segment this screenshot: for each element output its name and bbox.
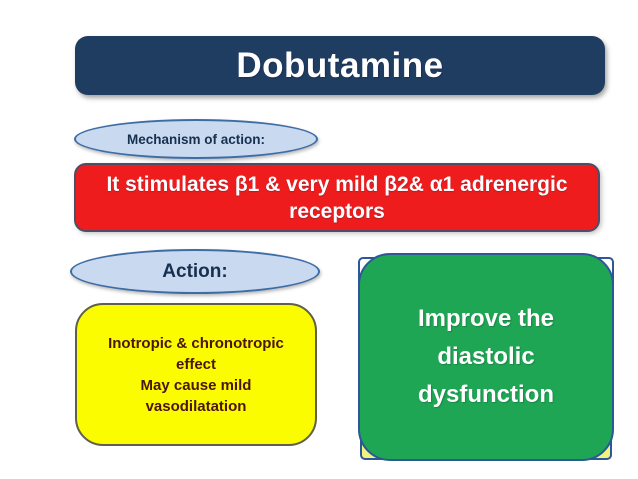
mechanism-statement-line2: receptors bbox=[289, 199, 385, 223]
mechanism-heading-label: Mechanism of action: bbox=[126, 131, 266, 147]
action-effects-line4: vasodilatation bbox=[145, 397, 247, 415]
action-outcome-line3: dysfunction bbox=[418, 381, 554, 408]
action-outcome-box: Improve the diastolic dysfunction bbox=[358, 253, 614, 461]
mechanism-heading-ellipse: Mechanism of action: bbox=[74, 119, 318, 159]
action-effects-box: Inotropic & chronotropic effect May caus… bbox=[75, 303, 317, 446]
action-effects-line1: Inotropic & chronotropic bbox=[108, 334, 284, 352]
slide-title: Dobutamine bbox=[236, 45, 444, 85]
mechanism-statement-box: It stimulates β1 & very mild β2& α1 adre… bbox=[74, 163, 600, 232]
action-heading-ellipse: Action: bbox=[70, 249, 320, 294]
mechanism-statement-line1: It stimulates β1 & very mild β2& α1 adre… bbox=[106, 172, 568, 196]
action-heading-label: Action: bbox=[162, 260, 228, 282]
title-box: Dobutamine bbox=[75, 36, 605, 95]
action-effects-line3: May cause mild bbox=[140, 376, 252, 394]
action-effects-line2: effect bbox=[175, 355, 216, 373]
action-outcome-line2: diastolic bbox=[437, 343, 535, 370]
action-outcome-line1: Improve the bbox=[417, 305, 555, 332]
